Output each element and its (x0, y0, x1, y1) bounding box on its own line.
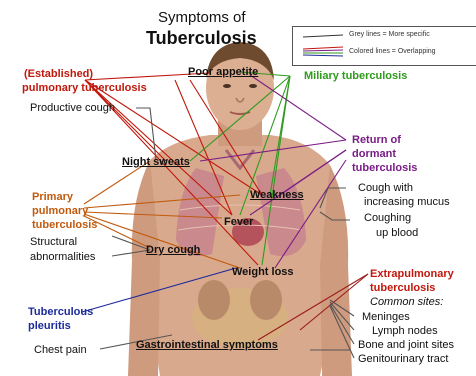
primary-label-1: Primary (32, 191, 73, 204)
extrapulmonary-label-2: tuberculosis (370, 282, 435, 295)
symptom-productive-cough: Productive cough (30, 102, 115, 115)
pleuritis-label-1: Tuberculous (28, 306, 93, 319)
legend-colored-text: Colored lines = Overlapping (349, 48, 436, 55)
site-genitourinary: Genitourinary tract (358, 353, 448, 366)
symptom-structural-1: Structural (30, 236, 77, 249)
symptom-poor-appetite: Poor appetite (188, 66, 258, 79)
symptom-weakness: Weakness (250, 189, 304, 202)
symptom-fever: Fever (224, 216, 253, 229)
sites-heading: Common sites: (370, 296, 443, 309)
return-label-2: dormant (352, 148, 396, 161)
return-label-1: Return of (352, 134, 401, 147)
symptom-structural-2: abnormalities (30, 251, 95, 264)
title-line-2: Tuberculosis (146, 28, 257, 49)
legend: Grey lines = More specific Colored lines… (292, 26, 476, 66)
established-label-1: (Established) (24, 68, 93, 81)
established-label-2: pulmonary tuberculosis (22, 82, 147, 95)
primary-label-3: tuberculosis (32, 219, 97, 232)
symptom-chest-pain: Chest pain (34, 344, 87, 357)
title-line-1: Symptoms of (158, 9, 246, 26)
site-lymph-nodes: Lymph nodes (372, 325, 438, 338)
symptom-coughing-blood-2: up blood (376, 227, 418, 240)
symptom-cough-mucus-1: Cough with (358, 182, 413, 195)
miliary-label: Miliary tuberculosis (304, 70, 407, 83)
symptom-coughing-blood-1: Coughing (364, 212, 411, 225)
symptom-cough-mucus-2: increasing mucus (364, 196, 450, 209)
primary-label-2: pulmonary (32, 205, 88, 218)
symptom-dry-cough: Dry cough (146, 244, 200, 257)
site-meninges: Meninges (362, 311, 410, 324)
symptom-night-sweats: Night sweats (122, 156, 190, 169)
site-bone-joint: Bone and joint sites (358, 339, 454, 352)
return-label-3: tuberculosis (352, 162, 417, 175)
symptom-weight-loss: Weight loss (232, 266, 294, 279)
symptom-gastrointestinal: Gastrointestinal symptoms (136, 339, 278, 352)
legend-grey-text: Grey lines = More specific (349, 31, 430, 38)
extrapulmonary-label-1: Extrapulmonary (370, 268, 454, 281)
pleuritis-label-2: pleuritis (28, 320, 71, 333)
